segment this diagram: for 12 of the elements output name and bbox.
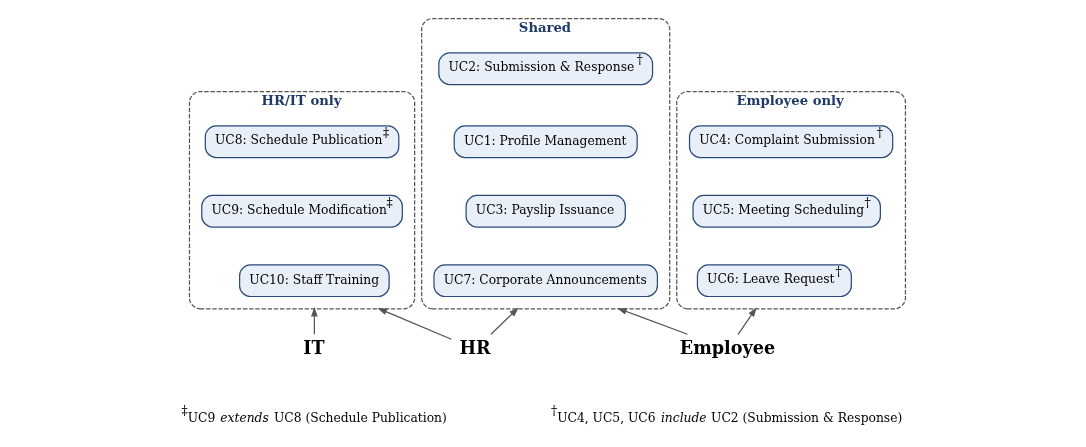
- arrow: [616, 308, 688, 335]
- arrow: [310, 306, 318, 335]
- node-text: IT: [302, 336, 325, 358]
- node-text: HR: [459, 336, 491, 358]
- node-box: UC7: Corporate Announcements: [432, 264, 658, 298]
- node-box: UC3: Payslip Issuance: [465, 194, 626, 228]
- node-box: UC1: Profile Management: [453, 125, 638, 159]
- arrow: [489, 307, 519, 335]
- node-box: UC10: Staff Training: [238, 264, 390, 298]
- arrow: [376, 308, 452, 340]
- node-text: Employee: [679, 336, 775, 358]
- arrow: [736, 307, 757, 335]
